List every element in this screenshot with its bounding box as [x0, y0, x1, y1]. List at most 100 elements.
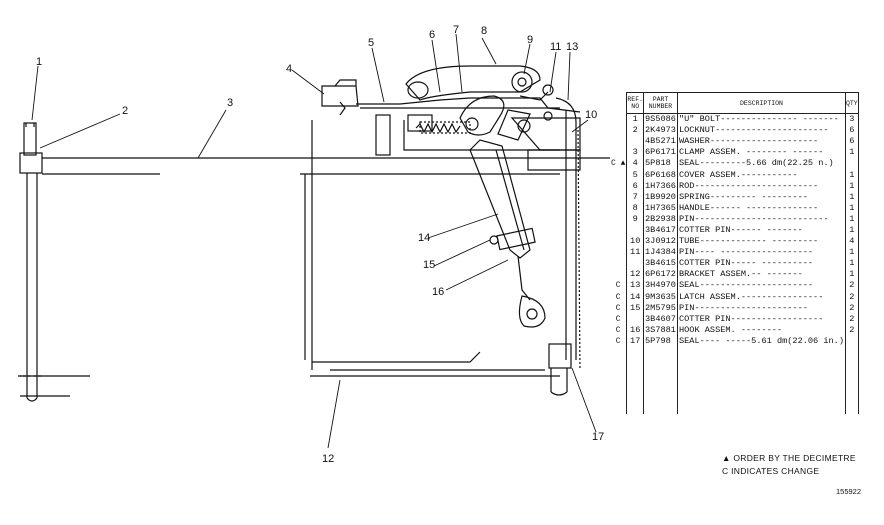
- description-cell: PIN----------------------: [677, 302, 847, 314]
- part-number-cell: 3J0912: [643, 236, 678, 248]
- blank-row: [610, 391, 859, 403]
- part-number-cell: 5P818: [643, 158, 678, 170]
- callout-8: 8: [481, 25, 488, 37]
- change-mark-cell: [610, 192, 627, 203]
- qty-header: QTY: [845, 92, 859, 114]
- ref-no-cell: 14: [626, 291, 645, 303]
- qty-cell: 1: [845, 269, 859, 281]
- description-header: DESCRIPTION: [676, 92, 847, 114]
- change-mark-cell: C: [615, 336, 621, 346]
- figure-id: 155922: [836, 487, 862, 496]
- description-cell: TUBE------------- ---------: [677, 236, 847, 248]
- part-number-cell: 1H7365: [643, 202, 678, 214]
- ref-no-cell: 12: [626, 269, 645, 281]
- description-cell: COTTER PIN----- ----------: [677, 258, 847, 270]
- handle: [405, 65, 554, 101]
- blank-cell: [845, 369, 859, 381]
- part-number-cell: 9M3635: [643, 291, 678, 303]
- callout-17: 17: [592, 431, 605, 443]
- callout-12: 12: [322, 453, 335, 465]
- qty-cell: 1: [845, 169, 859, 181]
- qty-cell: [845, 335, 859, 347]
- legend-order-by-decimetre: ▲ ORDER BY THE DECIMETRE: [722, 453, 856, 463]
- change-mark-cell: C: [615, 281, 621, 291]
- table-header-row: REF. NO PART NUMBER DESCRIPTION QTY: [610, 92, 859, 114]
- ref-no-cell: 1: [626, 113, 645, 126]
- change-mark-cell: C: [615, 303, 621, 313]
- callout-10: 10: [585, 109, 598, 121]
- description-cell: SEAL----------------------: [677, 280, 847, 292]
- description-cell: COVER ASSEM.-----------: [677, 169, 847, 181]
- blank-cell: [643, 369, 678, 381]
- qty-cell: 1: [845, 247, 859, 259]
- description-cell: HANDLE------ --------------: [677, 202, 847, 214]
- change-mark-cell: [610, 214, 627, 225]
- description-cell: SEAL---- -----5.61 dm(22.06 in.): [677, 335, 847, 347]
- blank-cell: [677, 369, 847, 381]
- part-number-cell: 3B4607: [643, 313, 678, 325]
- qty-cell: 1: [845, 213, 859, 225]
- blank-cell: [643, 358, 678, 370]
- callout-5: 5: [368, 37, 375, 49]
- qty-cell: 2: [845, 291, 859, 303]
- blank-cell: [610, 358, 627, 369]
- change-mark-cell: C: [615, 292, 621, 302]
- blank-cell: [643, 391, 678, 403]
- spring-rod: [415, 95, 505, 136]
- description-cell: SEAL---------5.66 dm(22.25 n.): [677, 158, 847, 170]
- ref-no-cell: 5: [626, 169, 645, 181]
- change-mark-cell: C ▲: [611, 159, 626, 169]
- blank-cell: [677, 380, 847, 392]
- qty-cell: 1: [845, 147, 859, 159]
- blank-cell: [610, 391, 627, 402]
- qty-cell: 2: [845, 324, 859, 336]
- change-mark-cell: [610, 269, 627, 280]
- blank-cell: [626, 358, 645, 370]
- callout-7: 7: [453, 24, 460, 36]
- part-number-cell: 6P6172: [643, 269, 678, 281]
- part-number-cell: 3B4615: [643, 258, 678, 270]
- ref-no-cell: 10: [626, 236, 645, 248]
- description-cell: HOOK ASSEM. --------: [677, 324, 847, 336]
- blank-cell: [626, 369, 645, 381]
- ref-no-cell: 9: [626, 213, 645, 225]
- ref-no-cell: 4: [626, 158, 645, 170]
- ref-no-cell: 16: [626, 324, 645, 336]
- part-number-cell: 6P6168: [643, 169, 678, 181]
- ref-no-cell: [626, 258, 645, 270]
- bracket-assembly: [510, 97, 581, 396]
- callout-2: 2: [122, 105, 129, 117]
- description-cell: BRACKET ASSEM.-- -------: [677, 269, 847, 281]
- qty-cell: 6: [845, 125, 859, 137]
- callout-1: 1: [36, 56, 43, 68]
- qty-cell: 3: [845, 113, 859, 126]
- part-number-cell: 1H7366: [643, 180, 678, 192]
- part-number-cell: 3S7881: [643, 324, 678, 336]
- blank-cell: [677, 346, 847, 359]
- blank-row: [610, 358, 859, 370]
- change-mark-cell: [610, 136, 627, 147]
- qty-cell: 1: [845, 180, 859, 192]
- qty-cell: 2: [845, 313, 859, 325]
- u-bolt-left: [18, 122, 43, 402]
- ref-no-header: REF. NO: [626, 92, 645, 114]
- description-cell: ROD------------------------: [677, 180, 847, 192]
- qty-cell: 2: [845, 302, 859, 314]
- blank-cell: [677, 358, 847, 370]
- blank-cell: [643, 380, 678, 392]
- change-mark-cell: [610, 225, 627, 236]
- qty-cell: 1: [845, 258, 859, 270]
- blank-row: [610, 369, 859, 381]
- part-number-header: PART NUMBER: [643, 92, 678, 114]
